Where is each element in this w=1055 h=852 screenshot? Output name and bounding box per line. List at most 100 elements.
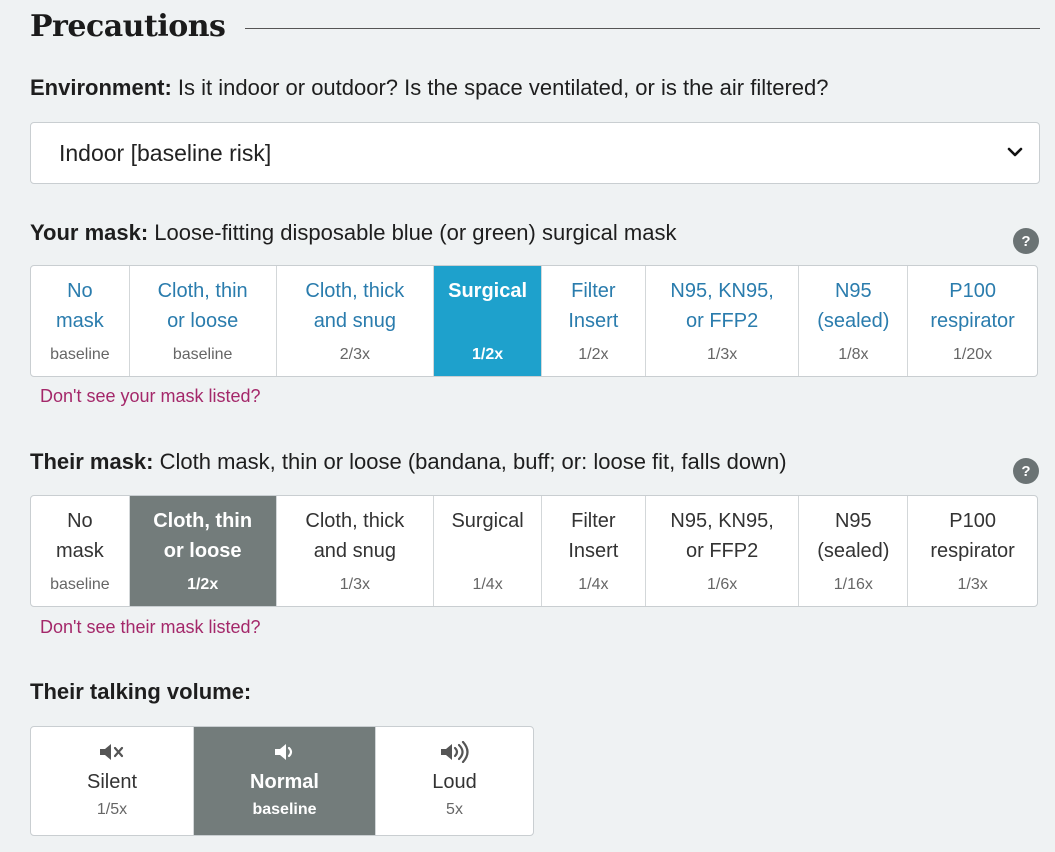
option-label-line1: Filter xyxy=(571,510,616,532)
option-label: P100 respirator xyxy=(908,276,1037,336)
option-label-line2: (sealed) xyxy=(817,540,890,562)
option-label: N95, KN95,or FFP2 xyxy=(646,506,799,566)
your-mask-label-bold: Your mask: xyxy=(30,220,149,245)
option-label-line1: No xyxy=(67,510,93,532)
option-label-line2: mask xyxy=(56,310,104,332)
your-mask-option-n95-kn95-or-ffp2[interactable]: N95, KN95, or FFP2 1/3x xyxy=(646,266,800,376)
option-factor: 1/8x xyxy=(838,346,869,363)
volume-label: Their talking volume: xyxy=(30,679,252,704)
volume-option-factor: baseline xyxy=(252,801,317,818)
environment-label: Environment: Is it indoor or outdoor? Is… xyxy=(30,75,829,101)
volume-option-silent[interactable]: Silent 1/5x xyxy=(31,727,194,835)
volume-option-label: Loud xyxy=(432,771,477,793)
your-mask-option-surgical[interactable]: Surgical 1/2x xyxy=(434,266,542,376)
option-label-line2: or FFP2 xyxy=(685,310,759,332)
option-label-line1: Cloth, thin xyxy=(157,280,248,302)
environment-select[interactable]: Indoor [baseline risk] xyxy=(30,122,1040,184)
option-label-line1: Cloth, thin xyxy=(153,510,253,532)
option-factor: 1/3x xyxy=(706,346,738,363)
option-factor: 1/6x xyxy=(706,576,738,593)
option-factor: 2/3x xyxy=(339,346,370,363)
option-label-line1: No xyxy=(67,280,93,302)
option-label-line2: respirator xyxy=(930,540,1015,562)
environment-selected-value: Indoor [baseline risk] xyxy=(59,139,272,166)
volume-options: Silent 1/5x Normal baseline Loud 5x xyxy=(30,726,534,836)
their-mask-option-cloth-thick-and-snug[interactable]: Cloth, thick and snug 1/3x xyxy=(277,496,435,606)
option-label-line2: respirator xyxy=(930,310,1015,332)
their-mask-missing-link[interactable]: Don't see their mask listed? xyxy=(40,617,261,637)
volume-option-loud[interactable]: Loud 5x xyxy=(376,727,533,835)
your-mask-help-icon[interactable]: ? xyxy=(1013,228,1039,254)
their-mask-option-surgical[interactable]: Surgical 1/4x xyxy=(434,496,542,606)
volume-option-factor: 5x xyxy=(446,801,463,818)
speaker-low-icon xyxy=(194,741,375,763)
their-mask-option-n95-sealed[interactable]: N95(sealed)1/16x xyxy=(799,496,909,606)
option-factor: 1/2x xyxy=(578,346,609,363)
your-mask-option-cloth-thick-and-snug[interactable]: Cloth, thick and snug 2/3x xyxy=(277,266,435,376)
option-label: Surgical xyxy=(434,506,541,536)
option-label-line1: N95 xyxy=(834,510,872,532)
your-mask-option-n95-sealed[interactable]: N95 (sealed) 1/8x xyxy=(799,266,909,376)
their-mask-label-text: Cloth mask, thin or loose (bandana, buff… xyxy=(153,449,787,474)
option-label-line1: P100 xyxy=(949,280,996,302)
your-mask-option-p100-respirator[interactable]: P100 respirator 1/20x xyxy=(908,266,1037,376)
option-label-line1: Surgical xyxy=(451,510,524,532)
your-mask-missing-link[interactable]: Don't see your mask listed? xyxy=(40,386,261,406)
option-label-line1: N95, KN95, xyxy=(670,280,774,302)
option-label-line2: Insert xyxy=(568,540,619,562)
environment-label-bold: Environment: xyxy=(30,75,172,100)
volume-option-factor: 1/5x xyxy=(96,801,128,818)
volume-option-label: Normal xyxy=(250,771,319,793)
speaker-mute-icon xyxy=(31,741,193,763)
option-factor: 1/20x xyxy=(953,346,993,363)
option-factor: 1/2x xyxy=(187,576,219,593)
page-title: Precautions xyxy=(30,8,226,44)
option-factor: 1/3x xyxy=(339,576,370,593)
speaker-loud-icon xyxy=(376,741,533,763)
option-factor: 1/2x xyxy=(472,346,504,363)
option-label-line1: N95 xyxy=(834,280,872,302)
option-label-line1: Cloth, thick xyxy=(305,510,405,532)
option-label: No mask xyxy=(31,276,129,336)
option-label: Cloth, thick and snug xyxy=(277,276,434,336)
option-label-line1: Cloth, thick xyxy=(305,280,405,302)
option-label: N95 (sealed) xyxy=(799,276,907,336)
their-mask-label-bold: Their mask: xyxy=(30,449,154,474)
option-factor: 1/4x xyxy=(472,576,503,593)
option-label: N95, KN95, or FFP2 xyxy=(646,276,799,336)
option-label-line1: Surgical xyxy=(448,280,528,302)
option-factor: 1/3x xyxy=(957,576,988,593)
option-label: Cloth, thick and snug xyxy=(277,506,434,566)
your-mask-label-text: Loose-fitting disposable blue (or green)… xyxy=(148,220,677,245)
option-factor: 1/4x xyxy=(578,576,609,593)
option-label: Surgical xyxy=(434,276,541,306)
option-label-line2: (sealed) xyxy=(817,310,890,332)
your-mask-label: Your mask: Loose-fitting disposable blue… xyxy=(30,220,676,246)
option-label-line1: N95, KN95, xyxy=(670,510,774,532)
your-mask-option-no-mask[interactable]: No mask baseline xyxy=(31,266,130,376)
environment-label-text: Is it indoor or outdoor? Is the space ve… xyxy=(171,75,829,100)
option-label-line1: Filter xyxy=(571,280,616,302)
volume-option-label: Silent xyxy=(86,771,138,793)
option-label-line2: and snug xyxy=(313,540,396,562)
option-label-line2: and snug xyxy=(313,310,396,332)
their-mask-label: Their mask: Cloth mask, thin or loose (b… xyxy=(30,449,787,475)
their-mask-option-n95-kn95-or-ffp2[interactable]: N95, KN95,or FFP2 1/6x xyxy=(646,496,800,606)
their-mask-help-icon[interactable]: ? xyxy=(1013,458,1039,484)
option-factor: baseline xyxy=(50,346,110,363)
volume-option-normal[interactable]: Normal baseline xyxy=(194,727,376,835)
option-factor: baseline xyxy=(172,346,233,363)
